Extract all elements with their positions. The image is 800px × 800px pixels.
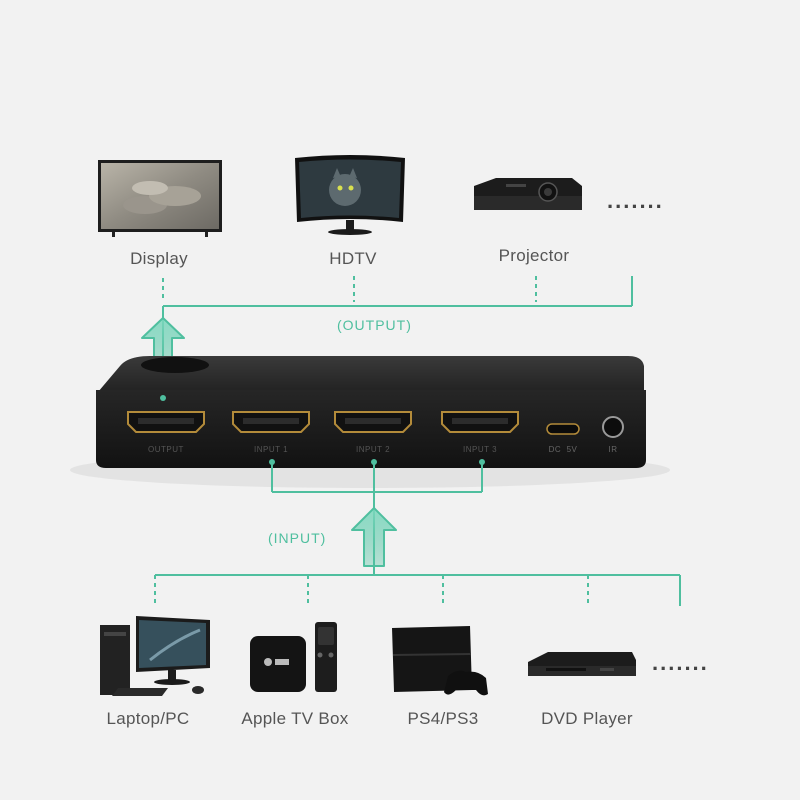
input-device-label-dvd: DVD Player <box>541 709 633 728</box>
port-label-dc: DC 5V <box>548 445 578 454</box>
port-label-output: OUTPUT <box>148 445 184 454</box>
input-device-label-ps4: PS4/PS3 <box>407 709 479 728</box>
game-console-icon <box>392 626 488 696</box>
input-arrow <box>351 507 397 567</box>
more-outputs-ellipsis: ....... <box>607 188 664 213</box>
usb-c-power-port <box>546 423 580 435</box>
output-device-label-display: Display <box>130 249 188 268</box>
output-device-label-hdtv: HDTV <box>329 249 377 268</box>
output-device-label-projector: Projector <box>498 246 570 265</box>
ir-sensor <box>602 416 624 438</box>
hdmi-port-input-1 <box>232 411 310 433</box>
more-inputs-ellipsis: ....... <box>652 650 709 675</box>
connector-dots <box>160 395 485 465</box>
port-label-input-2: INPUT 2 <box>355 445 391 454</box>
input-label: (INPUT) <box>268 530 327 546</box>
port-label-input-3: INPUT 3 <box>462 445 498 454</box>
projector-icon <box>474 178 582 210</box>
computer-icon <box>100 616 210 696</box>
hdmi-port-output <box>127 411 205 433</box>
monitor-icon <box>295 155 405 235</box>
input-device-label-apple-tv: Apple TV Box <box>241 709 349 728</box>
port-label-input-1: INPUT 1 <box>253 445 289 454</box>
tv-icon <box>98 160 222 237</box>
output-label: (OUTPUT) <box>337 317 412 333</box>
apple-tv-icon <box>250 622 337 692</box>
hdmi-port-input-3 <box>441 411 519 433</box>
port-label-ir: IR <box>608 445 618 454</box>
input-device-label-laptop: Laptop/PC <box>106 709 190 728</box>
dvd-player-icon <box>528 652 636 676</box>
hdmi-port-input-2 <box>334 411 412 433</box>
